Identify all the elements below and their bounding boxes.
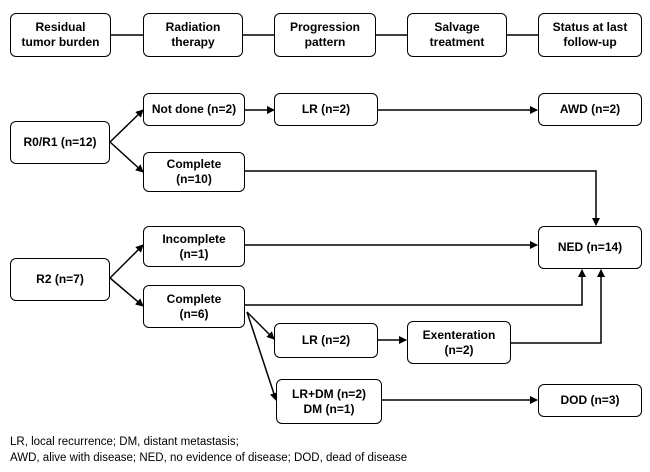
arrow-r2-incomplete xyxy=(109,244,144,279)
stage-status-at-last-follow-up: Status at last follow-up xyxy=(538,13,642,57)
arrow-r0r1-notdone xyxy=(109,109,144,143)
node-complete-bottom: Complete (n=6) xyxy=(143,285,245,328)
arrow-r0r1-complete xyxy=(109,141,144,173)
stage-label-line2: therapy xyxy=(171,35,215,49)
stage-label-line1: Residual xyxy=(35,20,86,34)
node-label-line2: (n=1) xyxy=(179,246,209,261)
stage-label-line2: tumor burden xyxy=(21,35,100,49)
stage-label-line1: Salvage xyxy=(434,20,480,34)
stage-label-line2: pattern xyxy=(304,35,346,49)
node-incomplete: Incomplete (n=1) xyxy=(143,226,245,267)
node-label-line2: (n=6) xyxy=(179,306,209,321)
node-label-line2: DM (n=1) xyxy=(303,401,355,416)
node-lr-top: LR (n=2) xyxy=(274,93,378,126)
legend-line-2: AWD, alive with disease; NED, no evidenc… xyxy=(10,452,408,464)
node-label-line1: Exenteration xyxy=(422,327,496,342)
arrow-complete-ned-2 xyxy=(245,269,586,306)
node-ned: NED (n=14) xyxy=(538,226,642,269)
stage-label-line2: treatment xyxy=(429,35,485,49)
node-complete-top: Complete (n=10) xyxy=(143,152,245,192)
node-label-line2: (n=2) xyxy=(444,342,474,357)
legend-line-1: LR, local recurrence; DM, distant metast… xyxy=(10,436,239,448)
node-label: DOD (n=3) xyxy=(560,393,620,407)
stage-salvage-treatment: Salvage treatment xyxy=(407,13,507,57)
stage-label-line1: Radiation xyxy=(165,20,221,34)
stage-progression-pattern: Progression pattern xyxy=(274,13,376,57)
node-dod: DOD (n=3) xyxy=(538,384,642,417)
node-label: R0/R1 (n=12) xyxy=(23,135,97,149)
arrow-complete-lrdm xyxy=(246,311,278,401)
node-exenteration: Exenteration (n=2) xyxy=(407,321,511,364)
arrow-r2-complete xyxy=(109,277,144,307)
stage-label-line1: Progression xyxy=(289,20,361,34)
node-label: NED (n=14) xyxy=(557,240,623,254)
node-label: LR (n=2) xyxy=(301,333,351,347)
node-label: AWD (n=2) xyxy=(559,102,621,116)
node-awd: AWD (n=2) xyxy=(538,93,642,126)
node-label-line1: Complete xyxy=(166,291,222,306)
node-r2: R2 (n=7) xyxy=(10,258,110,301)
stage-label-line2: follow-up xyxy=(563,35,617,49)
stage-residual-tumor-burden: Residual tumor burden xyxy=(10,13,111,57)
arrow-exenteration-ned xyxy=(511,269,605,344)
node-r0r1: R0/R1 (n=12) xyxy=(10,121,110,164)
stage-radiation-therapy: Radiation therapy xyxy=(143,13,243,57)
node-label-line1: Incomplete xyxy=(162,231,226,246)
arrow-complete-lr xyxy=(246,311,275,340)
node-label: R2 (n=7) xyxy=(36,272,84,286)
node-label-line1: LR+DM (n=2) xyxy=(291,386,366,401)
node-label: LR (n=2) xyxy=(301,102,351,116)
arrow-complete-ned xyxy=(245,170,600,226)
node-label-line1: Complete xyxy=(166,157,222,171)
node-label: Not done (n=2) xyxy=(151,102,237,116)
node-label-line2: (n=10) xyxy=(176,172,212,186)
node-lrdm: LR+DM (n=2) DM (n=1) xyxy=(276,379,382,424)
node-not-done: Not done (n=2) xyxy=(143,93,245,126)
node-lr-mid: LR (n=2) xyxy=(274,323,378,358)
stage-label-line1: Status at last xyxy=(552,20,628,34)
